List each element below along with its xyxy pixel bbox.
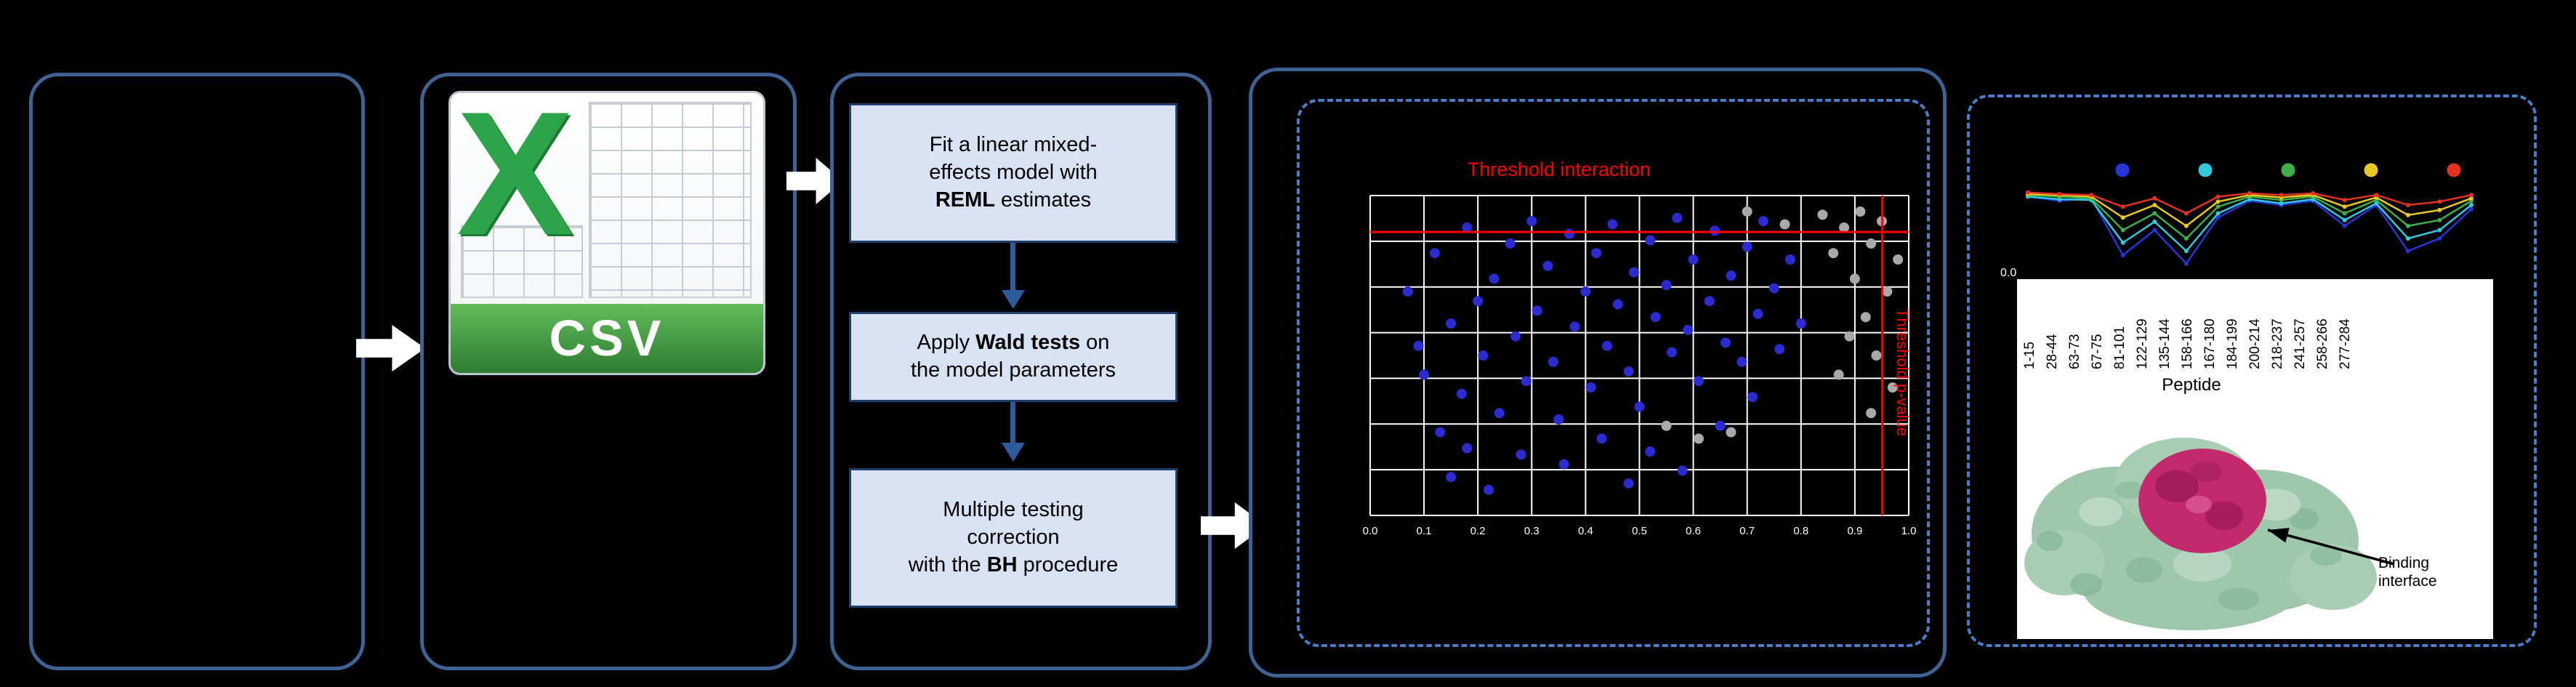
down-arrow-icon — [1010, 243, 1015, 291]
svg-text:0.8: 0.8 — [1793, 525, 1808, 537]
svg-text:0.9: 0.9 — [1847, 525, 1862, 537]
svg-text:0.3: 0.3 — [1524, 525, 1539, 537]
svg-text:0.4: 0.4 — [1578, 525, 1593, 537]
svg-text:0.6: 0.6 — [1686, 525, 1701, 537]
binding-interface-label: Binding interface — [2378, 555, 2437, 590]
peptide-tick: 277-284 — [2338, 318, 2354, 369]
y-axis-tick-label: 0.0 — [2000, 267, 2016, 279]
uptake-line-chart: 0.0 — [2000, 163, 2474, 279]
panel-csv-input: X CSV — [420, 73, 797, 670]
svg-text:0.7: 0.7 — [1739, 525, 1755, 537]
csv-file-icon: X CSV — [448, 76, 765, 375]
spreadsheet-grid-icon — [461, 225, 583, 298]
protein-structure-image — [2024, 438, 2395, 630]
panel-empty — [29, 73, 365, 670]
flow-arrow-right-icon — [356, 325, 425, 371]
scatter-points-significant — [1402, 212, 1806, 495]
x-tick-labels: 0.0 0.1 0.2 0.3 0.4 0.5 0.6 0.7 0.8 0.9 1.0 — [1363, 525, 1917, 537]
svg-text:0.0: 0.0 — [1363, 525, 1378, 537]
svg-text:1.0: 1.0 — [1901, 525, 1917, 537]
spreadsheet-grid-icon — [589, 102, 752, 298]
svg-text:0.1: 0.1 — [1417, 525, 1432, 537]
volcano-dashed-box: 0.0 0.1 0.2 0.3 0.4 0.5 0.6 0.7 0.8 0.9 1.0 Thresho… — [1297, 99, 1930, 647]
peptide-axis-label: Peptide — [2162, 375, 2221, 395]
uptake-series — [2026, 194, 2474, 254]
scatter-points-nonsignificant — [1661, 206, 1904, 444]
svg-text:0.2: 0.2 — [1470, 525, 1486, 537]
volcano-plot: 0.0 0.1 0.2 0.3 0.4 0.5 0.6 0.7 0.8 0.9 1.0 Thresho… — [1363, 158, 1917, 537]
binding-site-surface — [2138, 449, 2266, 553]
uptake-series — [2026, 190, 2474, 216]
timepoint-legend-dots — [2115, 163, 2461, 177]
threshold-pvalue-label: Threshold p-value — [1893, 308, 1912, 436]
panel-volcano-output: 0.0 0.1 0.2 0.3 0.4 0.5 0.6 0.7 0.8 0.9 1.0 Thresho… — [1249, 68, 1947, 678]
plot-grid — [1369, 195, 1909, 516]
threshold-interaction-label: Threshold interaction — [1468, 158, 1651, 180]
svg-text:0.5: 0.5 — [1632, 525, 1647, 537]
csv-banner-label: CSV — [451, 304, 763, 373]
binding-interface-arrow-icon — [2267, 528, 2395, 566]
excel-x-logo-icon: X — [456, 76, 574, 272]
down-arrow-icon — [1010, 402, 1015, 443]
